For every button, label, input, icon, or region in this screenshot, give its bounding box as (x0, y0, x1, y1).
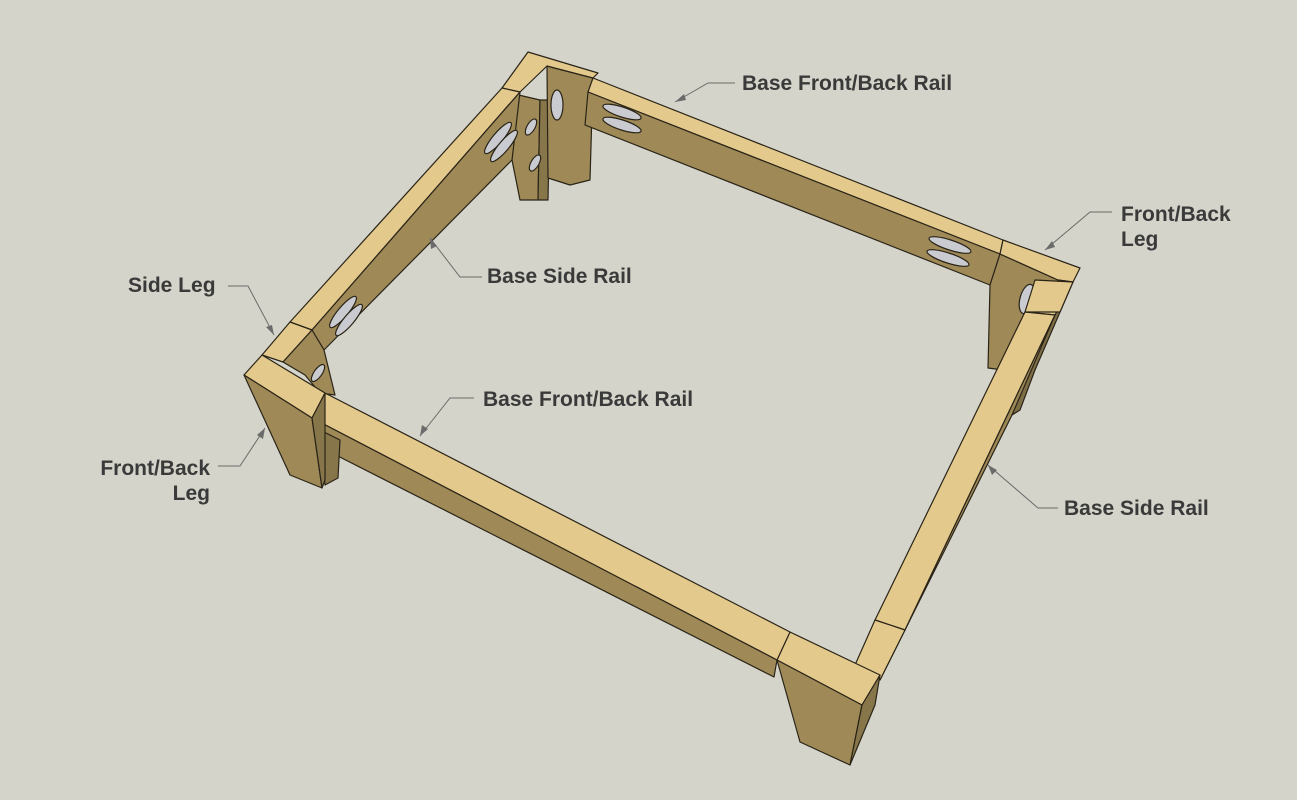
right-side-leg-top (1024, 279, 1074, 313)
back-front-back-rail (584, 77, 1004, 286)
label-text: Base Front/Back Rail (742, 72, 953, 95)
leader-arrowhead (420, 425, 428, 436)
label-side-leg: Side Leg (128, 273, 216, 298)
pocket-hole (550, 89, 564, 121)
leader-line (987, 464, 1058, 509)
leader-line (674, 82, 735, 103)
leader-arrowhead (675, 94, 686, 102)
leader-arrowhead (988, 465, 997, 475)
leader-arrowhead (257, 428, 265, 439)
pocket-hole (528, 154, 542, 172)
pocket-hole (334, 303, 364, 337)
pocket-hole (926, 249, 970, 267)
label-text: Side Leg (128, 274, 216, 297)
leader-line (218, 427, 266, 467)
label-text-line1: Front/Back (1121, 203, 1231, 226)
leader-line (228, 285, 275, 336)
leader-arrowhead (266, 325, 274, 335)
front-right-front-back-leg (776, 619, 906, 766)
label-text: Base Front/Back Rail (483, 388, 694, 411)
front-left-front-back-leg (243, 354, 326, 489)
leader-line (429, 237, 482, 278)
left-base-side-rail (289, 87, 521, 351)
label-base-front-back-rail-top: Base Front/Back Rail (742, 71, 952, 96)
leader-line (1044, 211, 1112, 251)
label-base-side-rail-right: Base Side Rail (1064, 496, 1209, 521)
label-base-front-back-rail-front: Base Front/Back Rail (483, 387, 693, 412)
leader-line (419, 397, 474, 437)
pocket-hole (310, 363, 326, 383)
label-front-back-leg-left: Front/Back Leg (94, 456, 210, 506)
label-text-line1: Front/Back (100, 457, 210, 480)
pocket-hole (489, 129, 519, 163)
pocket-hole (602, 103, 642, 121)
label-text-line2: Leg (172, 482, 210, 505)
right-base-side-rail (874, 279, 1074, 681)
front-front-back-rail (311, 392, 791, 678)
pocket-hole (524, 118, 538, 136)
label-text: Base Side Rail (487, 265, 632, 288)
pocket-hole (928, 236, 972, 254)
label-text-line2: Leg (1121, 228, 1159, 251)
pocket-hole (602, 116, 642, 134)
label-base-side-rail-left: Base Side Rail (487, 264, 632, 289)
leader-arrowhead (1045, 241, 1055, 250)
leader-arrowhead (430, 238, 437, 249)
label-text: Base Side Rail (1064, 497, 1209, 520)
label-front-back-leg-right: Front/Back Leg (1121, 202, 1231, 252)
